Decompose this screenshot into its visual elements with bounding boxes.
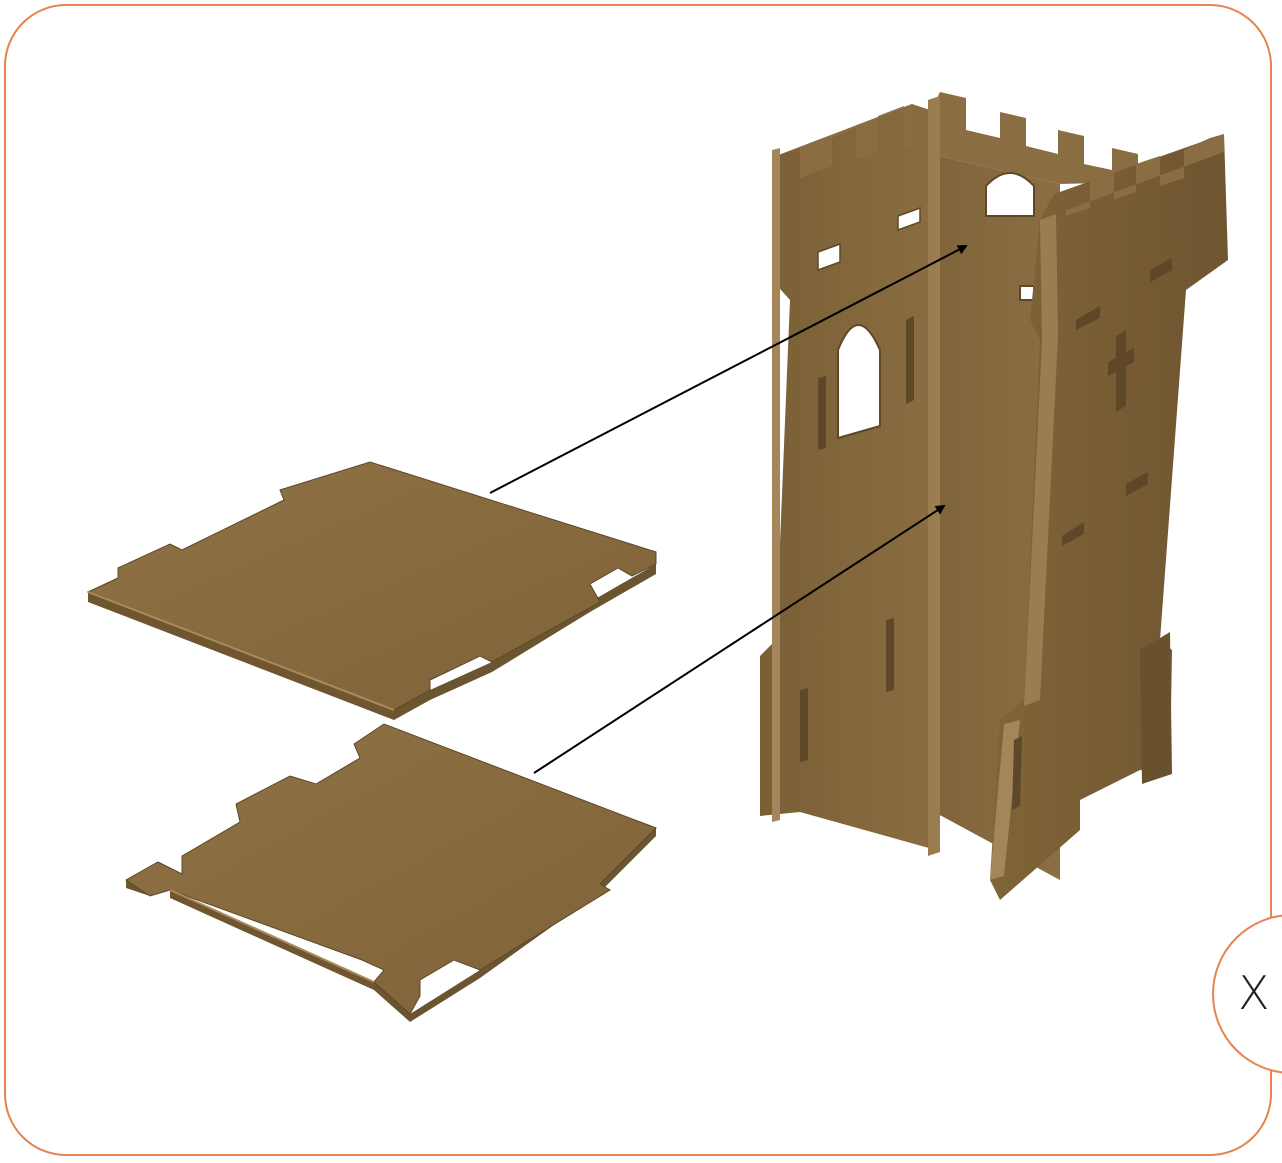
upper-floor-panel <box>88 462 656 720</box>
lower-floor-panel <box>126 724 656 1022</box>
castle-tower <box>760 92 1228 900</box>
step-label: X <box>1238 958 1282 1028</box>
